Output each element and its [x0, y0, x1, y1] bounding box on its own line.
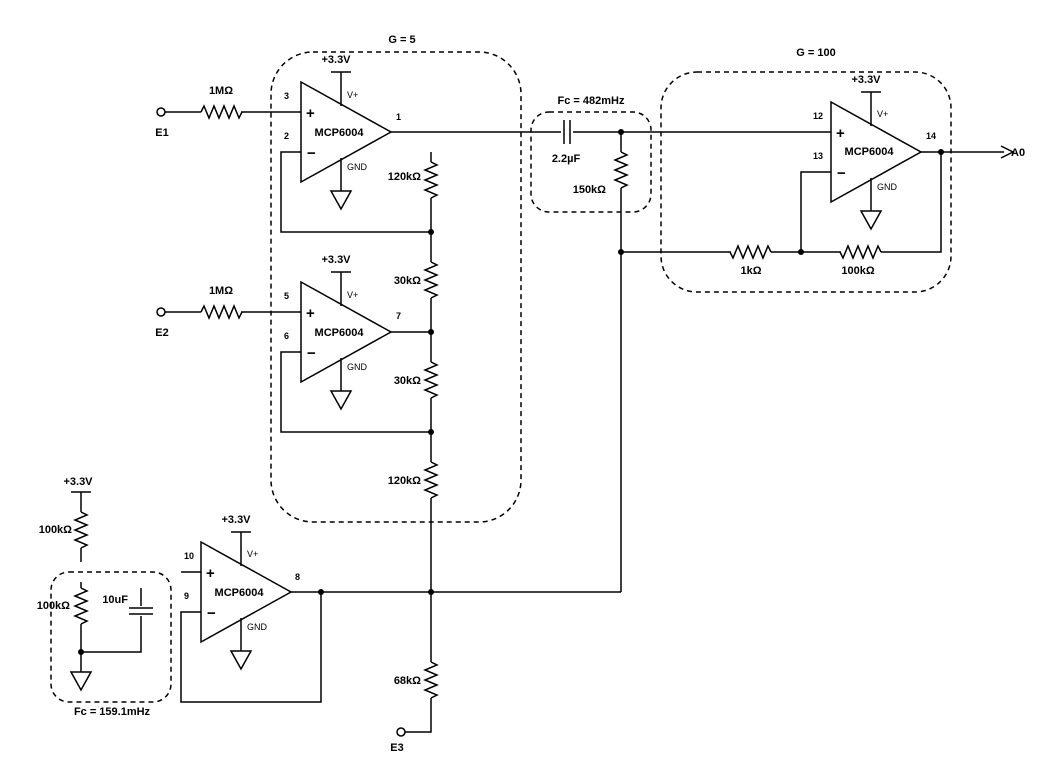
- svg-text:V+: V+: [347, 90, 358, 100]
- svg-text:30kΩ: 30kΩ: [394, 375, 421, 387]
- u1-noninverting-sign: +: [306, 105, 315, 122]
- svg-text:E3: E3: [390, 742, 403, 754]
- svg-text:GND: GND: [877, 182, 898, 192]
- svg-text:1: 1: [396, 112, 401, 122]
- svg-text:+3.3V: +3.3V: [221, 514, 251, 526]
- u2-noninverting-sign: +: [306, 305, 315, 322]
- svg-text:13: 13: [813, 151, 823, 161]
- svg-text:2.2µF: 2.2µF: [552, 153, 581, 165]
- opamp-u4: MCP6004 + − V+ GND 12 13 14 +3.3V: [813, 74, 936, 231]
- u3-noninverting-sign: +: [206, 565, 215, 582]
- capacitor-lowpass: 10uF: [102, 594, 153, 615]
- capacitor-highpass: 2.2µF: [552, 120, 581, 165]
- svg-text:+3.3V: +3.3V: [321, 54, 351, 66]
- svg-text:100kΩ: 100kΩ: [37, 600, 70, 612]
- svg-text:68kΩ: 68kΩ: [394, 675, 421, 687]
- resistor-divider-bottom: 100kΩ: [37, 587, 89, 625]
- svg-text:30kΩ: 30kΩ: [394, 275, 421, 287]
- resistor-e3: 68kΩ: [394, 661, 439, 699]
- resistor-e1: 1MΩ: [200, 85, 243, 120]
- opamp-u2: MCP6004 + − V+ GND 5 6 7 +3.3V: [284, 254, 401, 411]
- svg-text:14: 14: [926, 131, 936, 141]
- input-amplifier-block: [270, 51, 522, 523]
- svg-text:2: 2: [284, 131, 289, 141]
- resistor-ladder-mid1: 30kΩ: [394, 261, 439, 299]
- svg-text:+3.3V: +3.3V: [851, 74, 881, 86]
- svg-text:GND: GND: [347, 162, 368, 172]
- svg-text:9: 9: [184, 591, 189, 601]
- svg-text:+3.3V: +3.3V: [321, 254, 351, 266]
- output-a0-label: A0: [1011, 147, 1025, 159]
- svg-text:10: 10: [184, 551, 194, 561]
- resistor-divider-top: 100kΩ: [39, 511, 89, 549]
- divider-supply: +3.3V: [63, 476, 93, 493]
- svg-text:5: 5: [284, 291, 289, 301]
- svg-text:E1: E1: [155, 127, 168, 139]
- lowpass-filter-block: [50, 571, 172, 703]
- resistor-gain: 1kΩ: [729, 244, 772, 277]
- svg-text:V+: V+: [247, 549, 258, 559]
- svg-text:120kΩ: 120kΩ: [388, 475, 421, 487]
- svg-text:12: 12: [813, 111, 823, 121]
- resistor-highpass: 150kΩ: [573, 151, 629, 196]
- highpass-filter-block: [530, 111, 652, 213]
- u2-inverting-sign: −: [307, 345, 316, 362]
- svg-text:V+: V+: [347, 290, 358, 300]
- svg-text:1kΩ: 1kΩ: [740, 265, 761, 277]
- svg-text:GND: GND: [347, 362, 368, 372]
- output-stage-gain-label: G = 100: [796, 47, 835, 59]
- svg-text:10uF: 10uF: [102, 594, 128, 606]
- svg-text:MCP6004: MCP6004: [845, 146, 895, 158]
- svg-text:150kΩ: 150kΩ: [573, 184, 606, 196]
- resistor-feedback: 100kΩ: [839, 244, 882, 277]
- opamp-u3: MCP6004 + − V+ GND 10 9 8 +3.3V: [184, 514, 300, 671]
- svg-text:V+: V+: [877, 109, 888, 119]
- opamp-u1: MCP6004 + − V+ GND 3 2 1 +3.3V: [284, 54, 401, 211]
- u4-inverting-sign: −: [837, 165, 846, 182]
- svg-text:MCP6004: MCP6004: [315, 127, 365, 139]
- svg-text:1MΩ: 1MΩ: [209, 285, 233, 297]
- svg-text:1MΩ: 1MΩ: [209, 85, 233, 97]
- input-stage-gain-label: G = 5: [388, 34, 415, 46]
- svg-text:MCP6004: MCP6004: [315, 327, 365, 339]
- svg-text:E2: E2: [155, 327, 168, 339]
- svg-text:3: 3: [284, 91, 289, 101]
- svg-text:+3.3V: +3.3V: [63, 476, 93, 488]
- lowpass-cutoff-label: Fc = 159.1mHz: [74, 706, 151, 718]
- resistor-e2: 1MΩ: [200, 285, 243, 320]
- u3-inverting-sign: −: [207, 605, 216, 622]
- svg-text:7: 7: [396, 311, 401, 321]
- output-amplifier-block: [660, 71, 952, 293]
- svg-text:100kΩ: 100kΩ: [39, 524, 72, 536]
- highpass-cutoff-label: Fc = 482mHz: [558, 95, 625, 107]
- u1-inverting-sign: −: [307, 145, 316, 162]
- resistor-ladder-mid2: 30kΩ: [394, 361, 439, 399]
- u4-noninverting-sign: +: [836, 125, 845, 142]
- resistor-ladder-bottom: 120kΩ: [388, 461, 439, 499]
- resistor-ladder-top: 120kΩ: [388, 161, 439, 199]
- svg-text:GND: GND: [247, 622, 268, 632]
- svg-text:MCP6004: MCP6004: [215, 587, 265, 599]
- svg-text:8: 8: [295, 572, 300, 582]
- svg-text:6: 6: [284, 331, 289, 341]
- svg-text:120kΩ: 120kΩ: [388, 171, 421, 183]
- svg-text:100kΩ: 100kΩ: [841, 265, 874, 277]
- e3-input-terminal: E3: [390, 727, 406, 754]
